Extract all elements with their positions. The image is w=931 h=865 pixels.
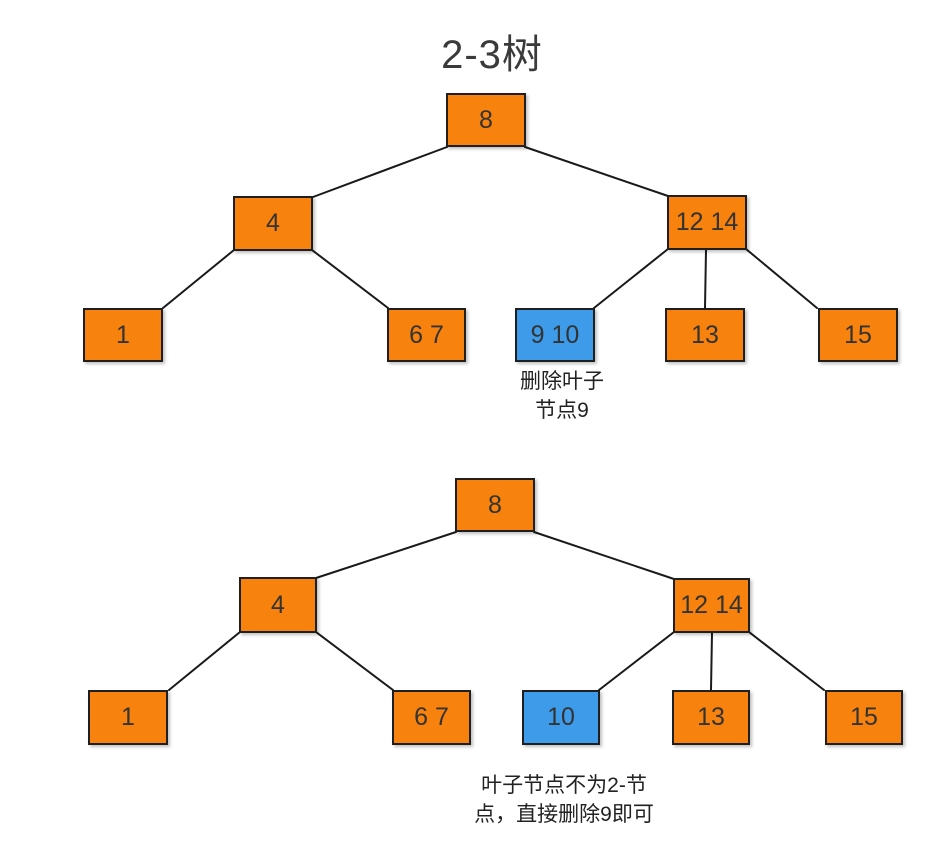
tree1-leaf-9-10: 9 10 <box>515 308 595 362</box>
tree2-edge-1214-to-13 <box>710 632 713 691</box>
diagram-title: 2-3树 <box>441 33 543 77</box>
tree2-node-8: 8 <box>455 478 535 532</box>
tree2-node-12-14: 12 14 <box>673 578 750 633</box>
tree1-edge-1214-to-15 <box>745 248 818 309</box>
tree2-edge-4-to-67 <box>315 631 394 691</box>
tree2-edge-4-to-1 <box>168 631 241 691</box>
tree2-edge-root-left <box>315 531 457 579</box>
tree1-node-12-14: 12 14 <box>667 195 747 250</box>
tree2-node-4: 4 <box>239 577 317 633</box>
tree1-edge-4-to-67 <box>311 249 389 309</box>
tree1-leaf-13: 13 <box>665 308 745 362</box>
tree2-annotation: 叶子节点不为2-节 点，直接删除9即可 <box>474 774 654 826</box>
tree1-edge-1214-to-13 <box>704 249 707 309</box>
tree2-leaf-15: 15 <box>825 690 903 745</box>
tree2-edge-1214-to-10 <box>598 631 675 691</box>
tree1-annotation: 删除叶子 节点9 <box>520 370 604 422</box>
tree1-edge-root-left <box>312 146 448 198</box>
tree1-edge-1214-to-910 <box>593 248 669 309</box>
tree1-node-8: 8 <box>446 93 526 147</box>
tree2-edge-1214-to-15 <box>748 631 825 691</box>
tree2-edge-root-right <box>533 531 675 580</box>
tree1-leaf-6-7: 6 7 <box>387 308 466 362</box>
tree2-leaf-6-7: 6 7 <box>392 690 471 745</box>
tree1-leaf-1: 1 <box>83 308 163 362</box>
tree1-leaf-15: 15 <box>818 308 898 362</box>
tree2-leaf-10: 10 <box>522 690 600 745</box>
tree1-edge-4-to-1 <box>162 249 235 309</box>
tree2-leaf-1: 1 <box>88 690 168 745</box>
tree2-leaf-13: 13 <box>672 690 750 745</box>
tree1-node-4: 4 <box>233 196 313 251</box>
tree1-edge-root-right <box>524 146 669 197</box>
